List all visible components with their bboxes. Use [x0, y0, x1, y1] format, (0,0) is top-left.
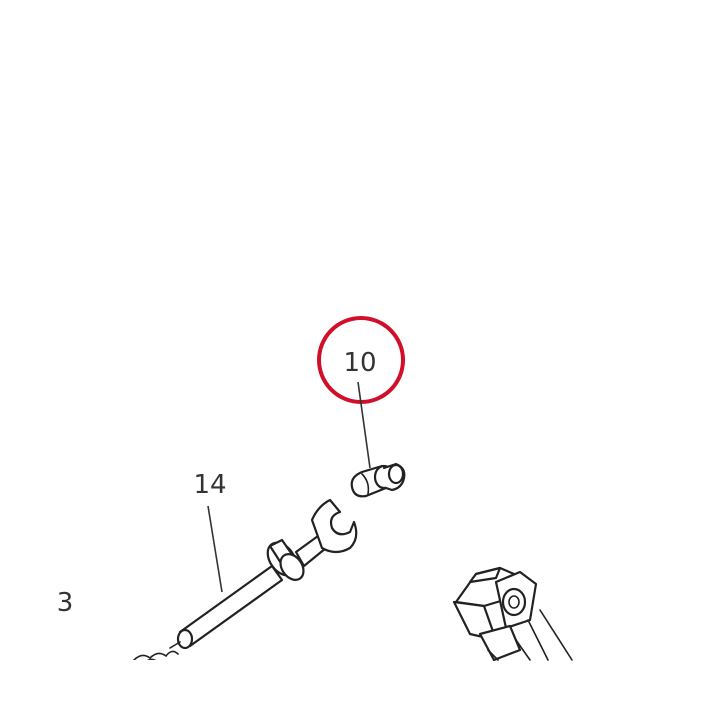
part-14-wrench-tool[interactable]: [120, 498, 358, 665]
part-10-pin[interactable]: [350, 462, 406, 498]
leader-line-10: [357, 381, 371, 469]
callout-label-10: 10: [343, 348, 376, 378]
diagram-bottom-margin: [0, 661, 720, 720]
right-assembly-partial[interactable]: [452, 566, 573, 662]
callout-label-3: 3: [57, 588, 74, 618]
callout-label-14: 14: [193, 470, 226, 500]
leader-line-14: [207, 505, 223, 593]
